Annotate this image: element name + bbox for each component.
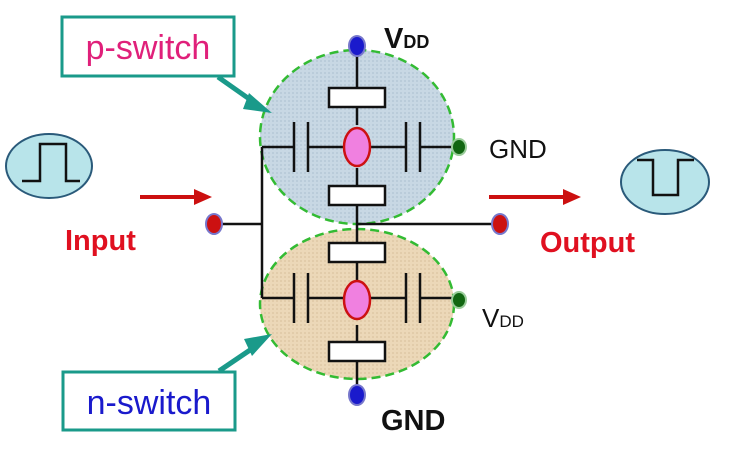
vdd-bottom-right-terminal [451,291,467,309]
vdd-bottom-right-label: VDD [482,303,524,333]
input-terminal [205,213,223,235]
p-gate-node [342,126,372,168]
gnd-bottom-label: GND [381,405,445,437]
negative-pulse-icon [620,149,710,215]
n-gate-node [342,279,372,321]
gnd-top-right-terminal [451,138,467,156]
n-switch-callout-arrow [217,334,272,374]
gnd-bottom-terminal [348,384,366,406]
wiring [222,55,492,385]
p-switch-callout-arrow [216,74,272,113]
output-arrow [489,189,581,205]
p-switch-label: p-switch [86,29,211,67]
output-terminal [491,213,509,235]
input-label: Input [65,225,136,257]
n-switch-box [61,370,237,432]
n-switch-label: n-switch [87,384,212,422]
output-label: Output [540,227,635,259]
channel-bars [327,86,387,363]
input-arrow [140,189,212,205]
vdd-top-terminal [348,35,366,57]
positive-pulse-icon [5,133,93,199]
vdd-top-label: VDD [384,23,429,55]
gnd-top-right-label: GND [489,134,547,164]
p-switch-box [60,15,236,78]
